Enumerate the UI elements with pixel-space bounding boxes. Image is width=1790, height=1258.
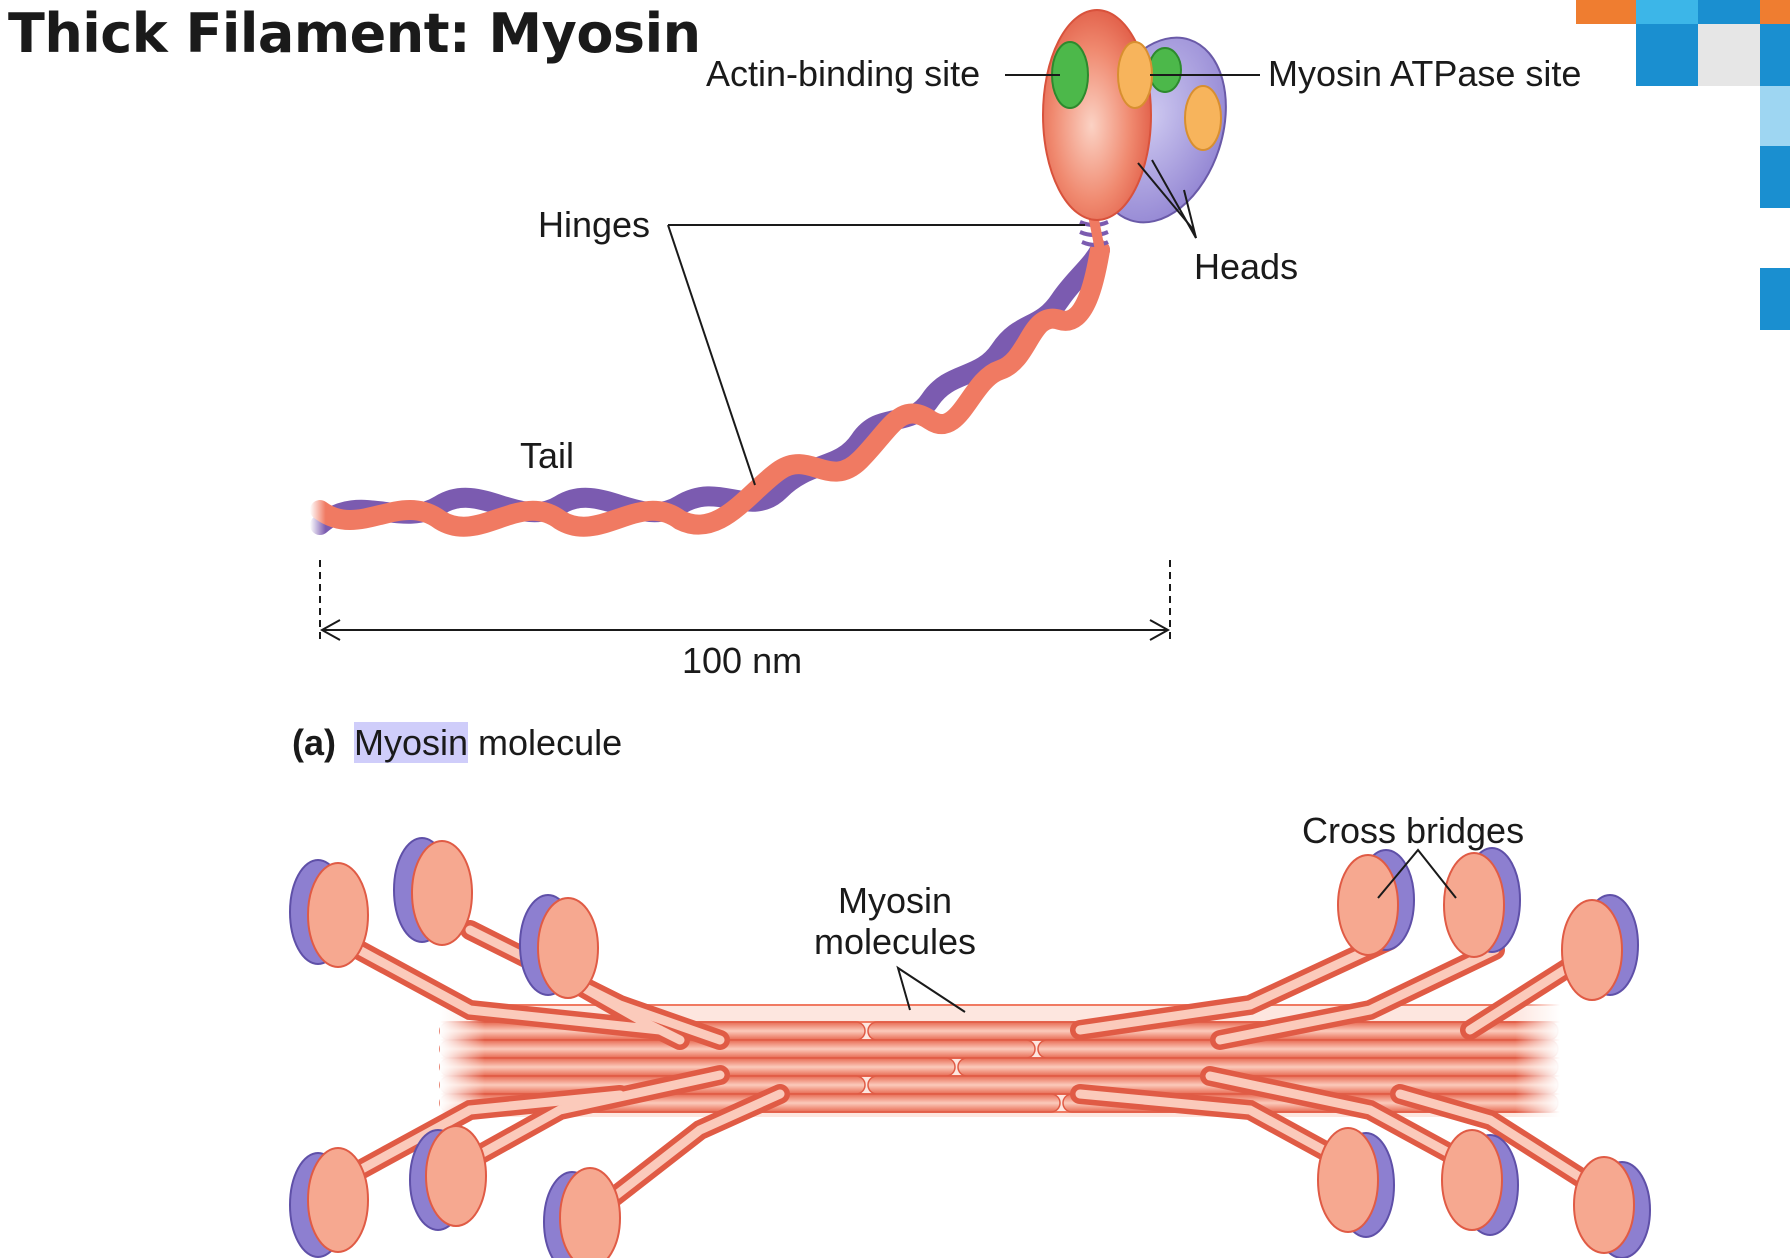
leader-lines-a xyxy=(667,74,1260,486)
thick-filament xyxy=(289,837,1651,1258)
cross-bridge-heads xyxy=(289,837,1651,1258)
head-bottom-6 xyxy=(1573,1156,1651,1258)
scale-bar xyxy=(319,560,1171,641)
corner-block-orange-2 xyxy=(1760,0,1790,24)
tail-helix xyxy=(310,240,1110,560)
head-bottom-5 xyxy=(1441,1129,1519,1236)
corner-block-cyan xyxy=(1636,0,1698,24)
label-hinges: Hinges xyxy=(538,204,651,245)
corner-block-blue xyxy=(1636,24,1698,86)
head-top-2 xyxy=(393,837,473,946)
side-block-blue xyxy=(1760,146,1790,208)
head-top-1 xyxy=(289,859,369,968)
atpase-site-icon xyxy=(1117,41,1153,109)
tail-strand-purple xyxy=(310,240,1110,535)
caption-part: (a) xyxy=(292,722,336,763)
head-bottom-3 xyxy=(543,1167,621,1258)
head-top-4 xyxy=(1337,849,1415,956)
head-top-6 xyxy=(1561,894,1639,1001)
label-myosin-molecules: Myosin molecules xyxy=(790,880,1000,963)
head-bottom-1 xyxy=(289,1147,369,1258)
label-myosin-molecules-line2: molecules xyxy=(813,921,977,963)
head-top-3 xyxy=(519,894,599,999)
label-cross-bridges: Cross bridges xyxy=(1302,810,1525,851)
atpase-site-purple-head xyxy=(1184,85,1222,151)
label-scale: 100 nm xyxy=(682,640,803,681)
head-top-5 xyxy=(1443,847,1521,958)
head-bottom-4 xyxy=(1317,1127,1395,1238)
caption-highlight: Myosin xyxy=(354,722,469,763)
caption-rest: molecule xyxy=(468,722,623,763)
label-heads: Heads xyxy=(1194,246,1299,287)
label-myosin-molecules-line1: Myosin xyxy=(837,880,953,921)
leader-lines-b xyxy=(896,848,1457,1013)
head-bottom-2 xyxy=(409,1125,487,1231)
actin-site-purple-head xyxy=(1148,47,1182,93)
myosin-molecule xyxy=(310,9,1260,641)
side-block-blue-2 xyxy=(1760,268,1790,330)
label-actin-binding-site: Actin-binding site xyxy=(706,53,981,94)
label-tail: Tail xyxy=(520,435,575,476)
slide-title: Thick Filament: Myosin xyxy=(8,2,701,65)
side-block-lightblue xyxy=(1760,86,1790,146)
corner-block-blue-2 xyxy=(1760,24,1790,86)
corner-block-blue-top xyxy=(1698,0,1760,24)
corner-block-orange xyxy=(1576,0,1636,24)
tail-strand-salmon xyxy=(310,240,1110,537)
label-atpase-site: Myosin ATPase site xyxy=(1268,53,1582,94)
figure-caption: (a) Myosin molecule xyxy=(292,722,622,764)
corner-block-grey xyxy=(1698,24,1760,86)
